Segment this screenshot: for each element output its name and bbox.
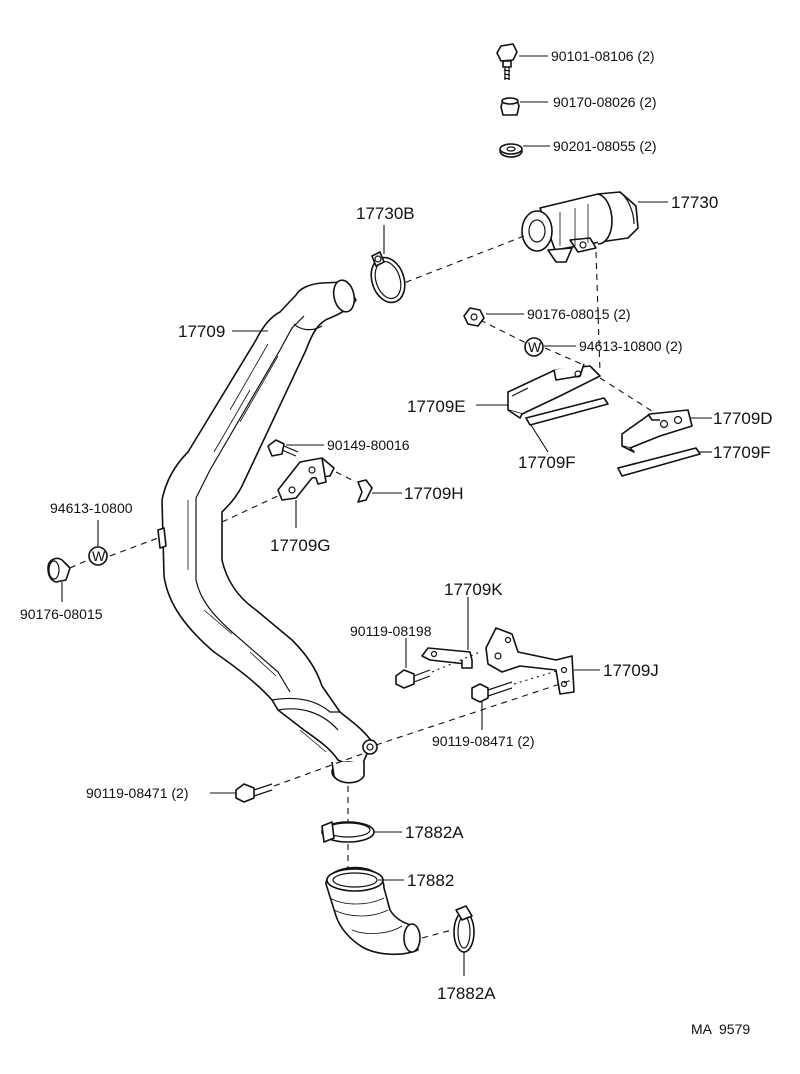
bolt-90119-08471-j-label: 90119-08471 (2) — [432, 733, 534, 749]
label-17709d: 17709D — [713, 409, 773, 428]
bracket-17709j-part — [485, 627, 575, 695]
bolt-90119-08471-bottom-label: 90119-08471 (2) — [86, 785, 188, 801]
label-17709f-right: 17709F — [713, 443, 771, 462]
label-17709e: 17709E — [407, 397, 466, 416]
strip-17709f-right-part — [617, 447, 701, 477]
label-17709k: 17709K — [444, 580, 503, 599]
hose-17882-part — [325, 866, 421, 956]
intake-pipe-17709-part — [157, 279, 378, 784]
diagram-reference-code: MA 9579 — [691, 1021, 750, 1037]
nut-mid-label: 90176-08015 (2) — [527, 306, 631, 322]
washer-mid-label: 94613-10800 (2) — [579, 338, 683, 354]
bolt-90149-label: 90149-80016 — [327, 437, 410, 453]
bolt-top-label: 90101-08106 (2) — [551, 48, 655, 64]
washer-left-label: 94613-10800 — [50, 500, 133, 516]
washer-top-part — [499, 143, 523, 158]
strip-17709f-left-part — [525, 397, 609, 426]
air-cleaner-canister-part — [521, 191, 639, 263]
nut-left-part — [47, 557, 71, 583]
label-17709j: 17709J — [603, 661, 659, 680]
washer-top-label: 90201-08055 (2) — [553, 138, 657, 154]
nut-left-label: 90176-08015 — [20, 606, 103, 622]
clip-17709h-part — [357, 479, 373, 503]
clamp-17730b-part — [370, 251, 406, 304]
washer-mid-part: W — [524, 337, 544, 357]
label-17730: 17730 — [671, 193, 718, 212]
nut-top-part — [500, 97, 520, 116]
label-17882: 17882 — [407, 871, 454, 890]
label-17709: 17709 — [178, 322, 225, 341]
bracket-17709d-part — [621, 409, 693, 453]
bolt-top-part — [496, 43, 518, 80]
bolt-90119-08471-bottom-part — [235, 783, 273, 803]
label-17882a-bottom: 17882A — [437, 984, 496, 1003]
bracket-17709k-part — [421, 647, 473, 669]
washer-left-symbol: W — [92, 548, 106, 564]
label-17709f-left: 17709F — [518, 453, 576, 472]
label-17882a-top: 17882A — [405, 823, 464, 842]
clamp-17882a-top-part — [321, 821, 375, 843]
label-17709h: 17709H — [404, 484, 464, 503]
nut-mid-part — [463, 307, 485, 327]
nut-top-label: 90170-08026 (2) — [553, 94, 657, 110]
label-17709g: 17709G — [270, 536, 331, 555]
clip-17709g-part — [277, 457, 335, 501]
bracket-17709e-part — [507, 363, 601, 419]
label-17730b: 17730B — [356, 204, 415, 223]
bolt-90119-08198-label: 90119-08198 — [350, 623, 432, 639]
washer-mid-symbol: W — [528, 339, 542, 355]
bolt-90149-part — [267, 439, 299, 457]
bolt-90119-08198-part — [395, 669, 431, 689]
washer-left-part: W — [88, 546, 108, 566]
clamp-17882a-bottom-part — [453, 905, 475, 953]
bolt-90119-08471-j-part — [471, 681, 513, 703]
